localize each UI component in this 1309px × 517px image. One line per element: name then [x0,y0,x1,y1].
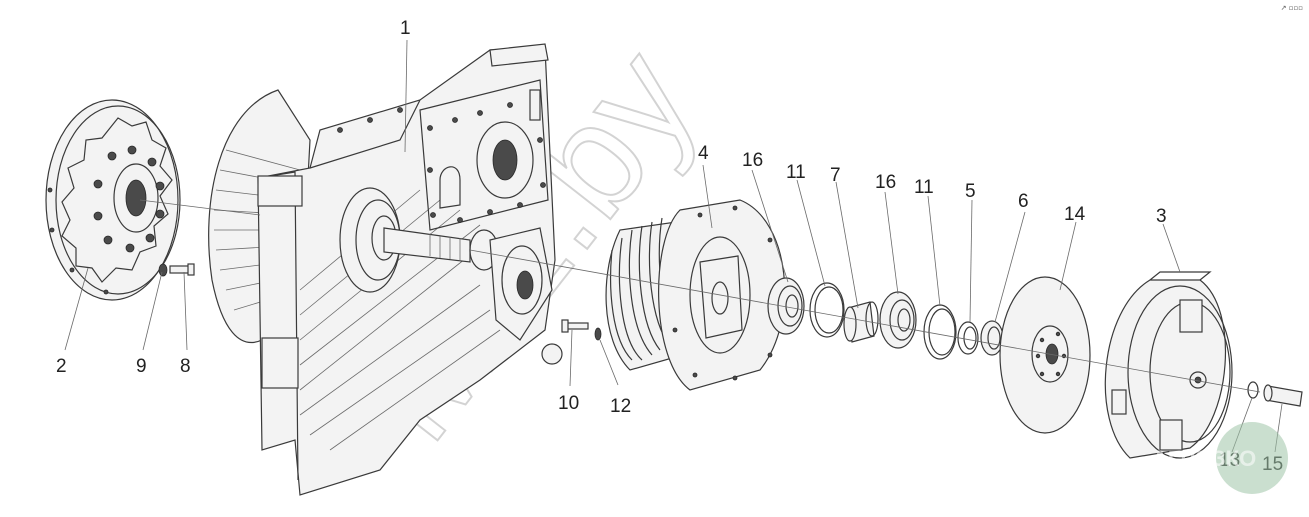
part-bolt-8 [169,263,195,276]
callout-5: 5 [965,181,976,202]
callout-11a: 11 [786,162,806,183]
callout-1: 1 [400,18,411,39]
callout-8: 8 [180,356,191,377]
callout-11b: 11 [914,177,934,198]
part-sleeve-7 [843,301,879,343]
callout-4: 4 [698,143,709,164]
part-cover-3 [1104,271,1233,459]
part-flywheel-disc [45,99,181,301]
part-disc-14 [999,276,1091,434]
callout-9: 9 [136,356,147,377]
callout-16b: 16 [875,172,896,193]
logo-text: АГРОЗКО [1152,446,1256,471]
part-washer-12 [594,327,602,341]
part-bearing-16a [767,277,805,335]
part-housing [208,43,563,496]
part-washer-9 [158,263,168,277]
assembly-axis-left [139,199,261,216]
part-seal-6 [980,320,1004,356]
part-circlip-11a [809,282,845,338]
callout-16a: 16 [742,150,763,171]
callout-14: 14 [1064,204,1086,225]
leader-lines [64,39,1283,453]
logo: АГРОЗКО [1152,422,1288,494]
logo-circle [1216,422,1288,494]
callout-7: 7 [830,165,841,186]
callout-12: 12 [610,396,631,417]
part-bolt-10 [561,319,589,333]
assembly-axis [469,249,1261,393]
corner-marker: ↗ ▫▫▫ [1280,4,1303,12]
part-plug-15 [1263,384,1303,407]
callout-6: 6 [1018,191,1029,212]
part-pulley [605,199,788,391]
callout-3: 3 [1156,206,1167,227]
part-circlip-11b [923,304,957,360]
part-bearing-16b [879,291,917,349]
callout-10: 10 [558,393,579,414]
callout-2: 2 [56,356,67,377]
